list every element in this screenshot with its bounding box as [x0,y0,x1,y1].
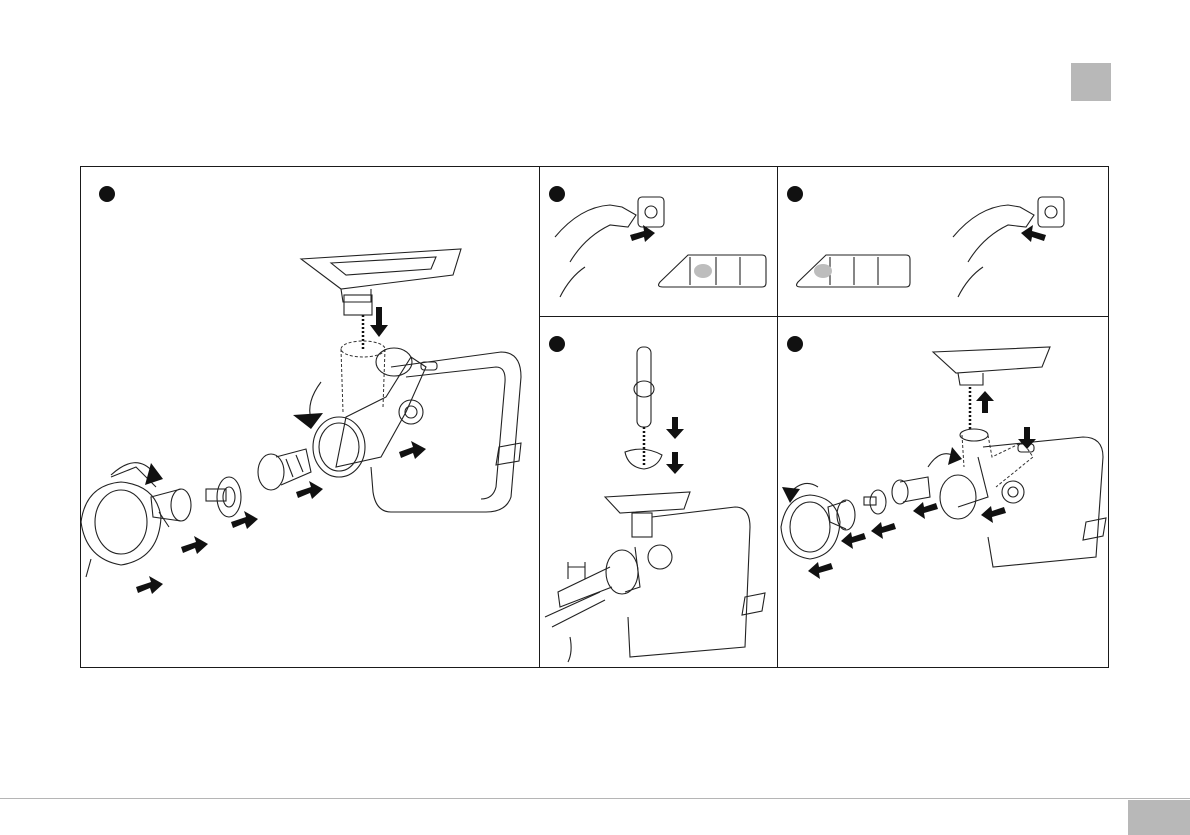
disassembly-illustration [778,317,1108,667]
panel-assembly [81,167,540,667]
plug-in-illustration [540,167,778,317]
panel-sausage [540,317,778,667]
panel-plug-in [540,167,778,317]
unplug-illustration [778,167,1108,317]
assembly-illustration [81,167,540,667]
page-number-tab [1128,800,1190,835]
panel-unplug [778,167,1108,317]
section-tab [1071,63,1111,101]
illustration-frame [80,166,1109,668]
footer-divider [0,798,1190,799]
sausage-illustration [540,317,778,667]
panel-disassembly [778,317,1108,667]
